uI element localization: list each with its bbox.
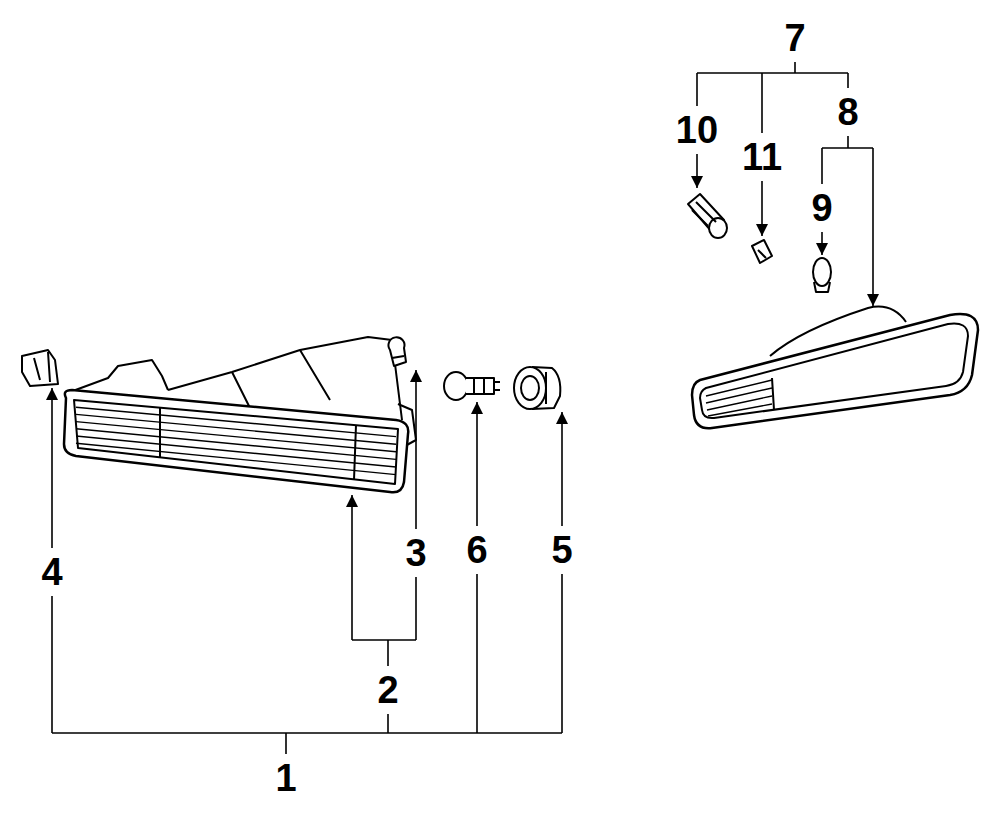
callout-number: 4 (40, 553, 63, 591)
bulb (474, 378, 500, 394)
bulb (814, 282, 830, 292)
lens-grille-line (76, 414, 396, 444)
left-lamp-lens (76, 407, 396, 474)
leader-lines (476, 402, 478, 526)
bulb-socket-small (388, 337, 406, 366)
leader-lines (761, 73, 763, 133)
leader-lines (51, 596, 53, 733)
left-lamp-lens (74, 400, 398, 484)
lens-grille-line (76, 429, 396, 460)
bulb-socket (545, 372, 547, 404)
callout-number: 9 (810, 189, 833, 227)
leader-lines (872, 148, 874, 306)
leader-lines (561, 574, 563, 733)
callout-number: 6 (465, 531, 488, 569)
left-lamp-lens (64, 390, 408, 492)
clip (22, 350, 58, 386)
callout-number: 5 (550, 531, 573, 569)
callout-number: 8 (836, 93, 859, 131)
left-lamp-housing (70, 360, 168, 392)
callout-number: 7 (783, 19, 806, 57)
clip (34, 352, 50, 382)
bulb-socket (521, 376, 539, 400)
bulb-socket (514, 367, 560, 409)
right-lamp (692, 307, 978, 429)
bulb-socket (709, 218, 727, 238)
bulb-socket (688, 194, 727, 238)
right-lamp (706, 380, 772, 416)
leader-lines (696, 154, 698, 188)
right-lamp (772, 378, 774, 410)
bulb (813, 258, 831, 286)
leader-lines (697, 62, 848, 73)
bulb-socket (532, 367, 560, 409)
leader-lines (415, 577, 417, 640)
bulb-socket (692, 202, 716, 226)
right-lamp (692, 314, 978, 428)
bulb (444, 372, 468, 400)
right-lamp (700, 324, 968, 419)
leader-lines (52, 62, 873, 754)
leader-lines (561, 412, 563, 526)
parts-illustration (22, 62, 978, 754)
leader-lines (821, 148, 823, 184)
leader-lines (52, 733, 562, 754)
callout-number: 10 (675, 111, 719, 149)
leader-lines (761, 181, 763, 236)
callout-number: 1 (274, 759, 297, 797)
bulb-socket (514, 367, 546, 409)
bulb-socket-small (388, 337, 406, 366)
left-lamp-lens (64, 390, 408, 492)
left-lamp-lens (160, 408, 356, 480)
leader-lines (476, 574, 478, 733)
callout-number: 2 (376, 671, 399, 709)
leader-lines (822, 73, 873, 148)
wedge-bulb (752, 240, 772, 263)
wedge-bulb (752, 240, 772, 263)
clip (22, 350, 58, 386)
leader-lines (352, 640, 416, 733)
bulb (444, 372, 500, 400)
bulb (466, 378, 494, 394)
leader-lines (696, 73, 698, 106)
lens-grille-line (76, 436, 396, 467)
lens-grille-line (76, 407, 396, 436)
leader-lines (821, 232, 823, 255)
bulb-socket-small (392, 356, 404, 358)
left-lamp-housing (232, 350, 330, 408)
leader-lines (415, 370, 417, 529)
leader-lines (51, 388, 53, 548)
leader-lines (351, 495, 353, 640)
bulb (813, 258, 831, 292)
callout-number: 11 (741, 138, 783, 176)
callout-number: 3 (404, 534, 427, 572)
wedge-bulb (758, 250, 766, 258)
lens-grille-line (76, 443, 396, 474)
